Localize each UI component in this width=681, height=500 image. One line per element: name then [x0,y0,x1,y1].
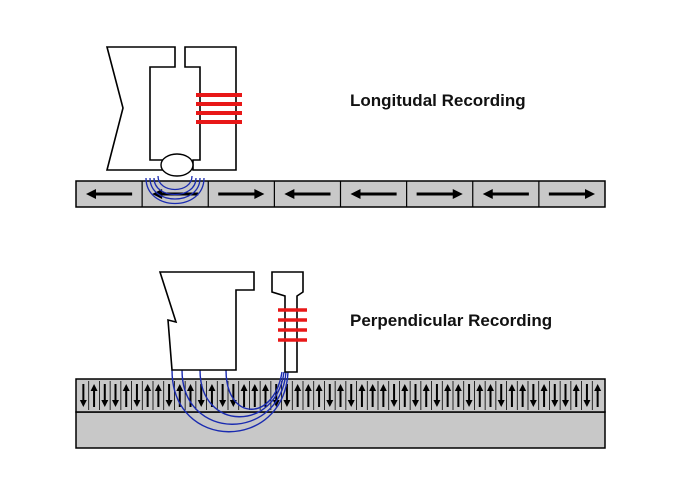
longitudinal-domain-arrow [86,189,133,199]
longitudinal-domains [86,181,595,207]
perpendicular-domain-arrow [487,384,494,407]
perpendicular-domain-arrow [594,384,602,407]
perpendicular-domain-arrow [422,384,430,407]
perpendicular-domain-arrow [433,384,441,407]
perpendicular-domain-arrow [551,384,559,407]
perpendicular-domain-arrow [401,384,409,407]
perpendicular-domain-arrow [562,384,569,407]
perpendicular-domain-arrow [508,384,516,407]
perpendicular-domain-arrow [197,384,205,407]
perpendicular-domain-arrow [219,384,227,407]
longitudinal-write-head [105,46,237,171]
perpendicular-domain-arrow [529,384,537,407]
perpendicular-recording-label: Perpendicular Recording [350,311,553,330]
perpendicular-domain-arrow [154,384,162,407]
perpendicular-flux-lines [171,369,289,433]
perpendicular-coil [278,308,307,342]
perpendicular-section [75,271,606,449]
longitudinal-section [75,46,606,208]
perpendicular-domain-arrow [519,384,527,407]
longitudinal-flux-lines [145,175,205,205]
perpendicular-domain-arrow [337,384,344,407]
perpendicular-domain-arrow [454,384,462,407]
perpendicular-domain-arrow [326,384,334,407]
perpendicular-domain-arrow [304,384,312,407]
perpendicular-domain-arrow [272,384,280,407]
perpendicular-domain-arrow [283,384,291,407]
perpendicular-domain-arrow [390,384,398,407]
perpendicular-domain-arrow [369,384,377,407]
perpendicular-domain-arrow [122,384,130,407]
perpendicular-domain-arrow [315,384,323,407]
perpendicular-domain-arrow [476,384,484,407]
perpendicular-domain-arrow [133,384,141,407]
perpendicular-domain-arrow [79,384,87,407]
longitudinal-domain-arrow [284,189,331,199]
perpendicular-domain-arrow [497,384,505,407]
longitudinal-domain-arrow [548,189,595,199]
longitudinal-domain-arrow [482,189,529,199]
longitudinal-domain-arrow [416,189,463,199]
perpendicular-domain-arrow [90,384,98,407]
longitudinal-recording-label: Longitudal Recording [350,91,526,110]
perpendicular-domain-arrow [144,384,152,407]
perpendicular-domain-arrow [240,384,248,407]
longitudinal-coil [196,93,242,124]
perpendicular-domains [79,381,602,410]
longitudinal-domain-arrow [218,189,265,199]
perpendicular-underlayer [75,411,606,449]
longitudinal-domain-arrow [350,189,397,199]
perpendicular-domain-arrow [572,384,580,407]
perpendicular-domain-arrow [187,384,194,407]
perpendicular-domain-arrow [540,384,548,407]
perpendicular-domain-arrow [379,384,387,407]
perpendicular-domain-arrow [358,384,366,407]
perpendicular-domain-arrow [347,384,355,407]
perpendicular-domain-arrow [112,384,119,407]
perpendicular-domain-arrow [165,384,173,407]
perpendicular-domain-arrow [251,384,259,407]
perpendicular-domain-arrow [465,384,473,407]
perpendicular-domain-arrow [412,384,419,407]
perpendicular-domain-arrow [583,384,591,407]
perpendicular-domain-arrow [444,384,452,407]
longitudinal-gap [160,153,194,177]
perpendicular-return-pole [158,271,255,371]
perpendicular-main-pole [271,271,304,373]
perpendicular-domain-arrow [294,384,302,407]
perpendicular-domain-arrow [101,384,109,407]
